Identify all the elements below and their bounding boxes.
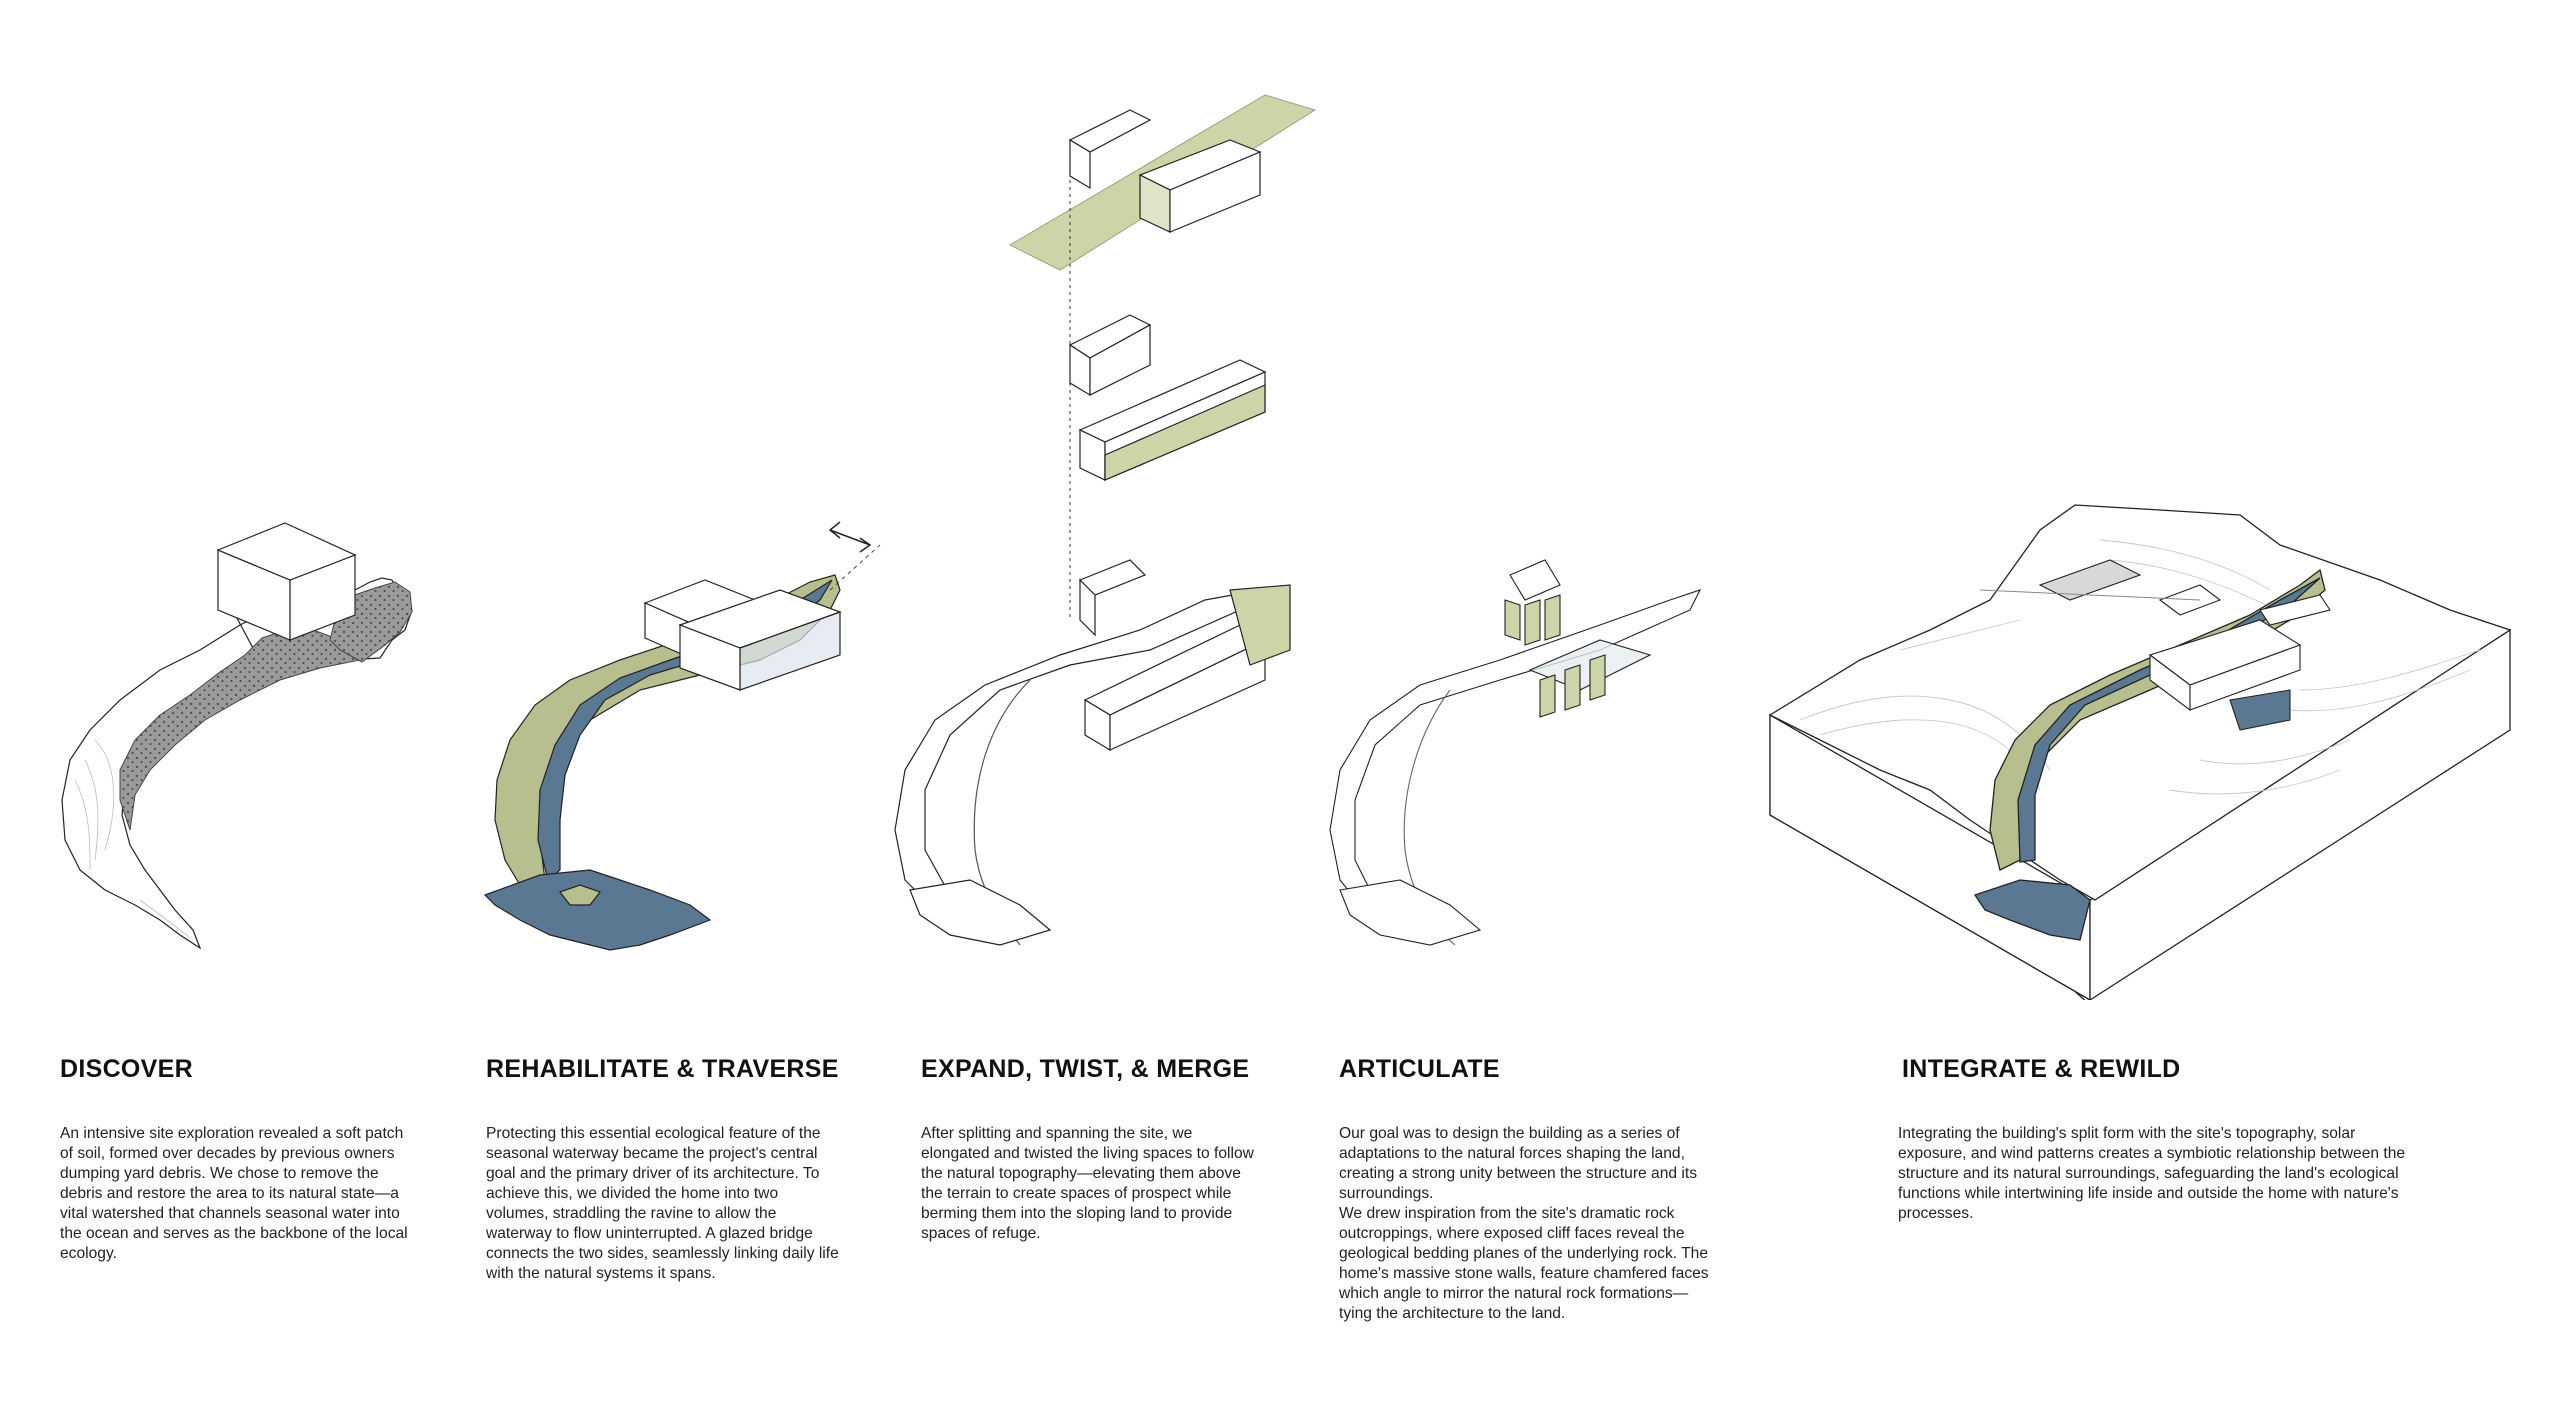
- volume-middle: [1070, 315, 1265, 480]
- diagram-rehabilitate: [485, 522, 880, 950]
- step-description: Integrating the building's split form wi…: [1898, 1124, 2418, 1224]
- step-description: Our goal was to design the building as a…: [1339, 1124, 1719, 1204]
- step-description: After splitting and spanning the site, w…: [921, 1124, 1261, 1244]
- step-title: EXPAND, TWIST, & MERGE: [921, 1055, 1261, 1084]
- step-articulate: ARTICULATE Our goal was to design the bu…: [1339, 1055, 1719, 1324]
- step-description: An intensive site exploration revealed a…: [60, 1124, 420, 1264]
- diagram-articulate: [1330, 560, 1700, 945]
- step-discover: DISCOVER An intensive site exploration r…: [60, 1055, 420, 1264]
- step-expand-twist-merge: EXPAND, TWIST, & MERGE After splitting a…: [921, 1055, 1261, 1244]
- step-rehabilitate-traverse: REHABILITATE & TRAVERSE Protecting this …: [486, 1055, 841, 1284]
- step-title: ARTICULATE: [1339, 1055, 1719, 1084]
- process-diagrams: [0, 0, 2550, 1000]
- diagram-discover: [62, 523, 412, 948]
- axis-arrow-icon: [830, 530, 870, 545]
- step-title: DISCOVER: [60, 1055, 420, 1084]
- step-description: Protecting this essential ecological fea…: [486, 1124, 841, 1284]
- step-title: REHABILITATE & TRAVERSE: [486, 1055, 841, 1084]
- house-volume: [218, 523, 355, 640]
- step-title: INTEGRATE & REWILD: [1902, 1055, 2418, 1084]
- diagram-integrate: [1770, 505, 2510, 1000]
- diagram-expand: [895, 95, 1315, 945]
- step-description-2: We drew inspiration from the site's dram…: [1339, 1204, 1719, 1324]
- step-integrate-rewild: INTEGRATE & REWILD Integrating the build…: [1898, 1055, 2418, 1224]
